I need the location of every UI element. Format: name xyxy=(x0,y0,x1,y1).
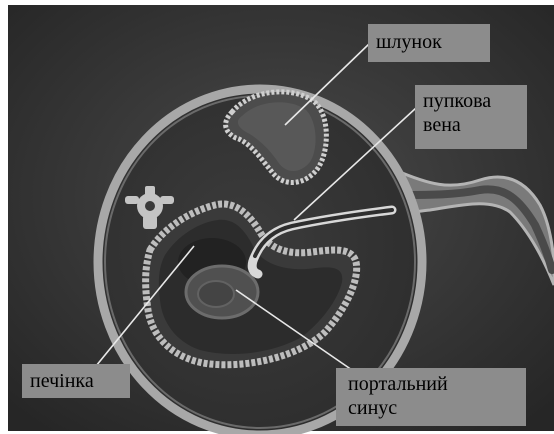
label-stomach: шлунок xyxy=(368,24,490,62)
label-umbilical-vein: пупкова вена xyxy=(415,85,527,149)
label-liver: печінка xyxy=(22,364,130,398)
label-liver-text: печінка xyxy=(30,370,94,392)
label-portal-sinus: портальний синус xyxy=(336,368,526,426)
label-portal-sinus-line2: синус xyxy=(348,396,518,420)
label-portal-sinus-line1: портальний xyxy=(348,372,518,396)
label-umbilical-vein-line1: пупкова xyxy=(423,89,519,113)
portal-sinus-core xyxy=(198,281,234,307)
label-stomach-text: шлунок xyxy=(376,31,442,53)
label-umbilical-vein-line2: вена xyxy=(423,113,519,137)
